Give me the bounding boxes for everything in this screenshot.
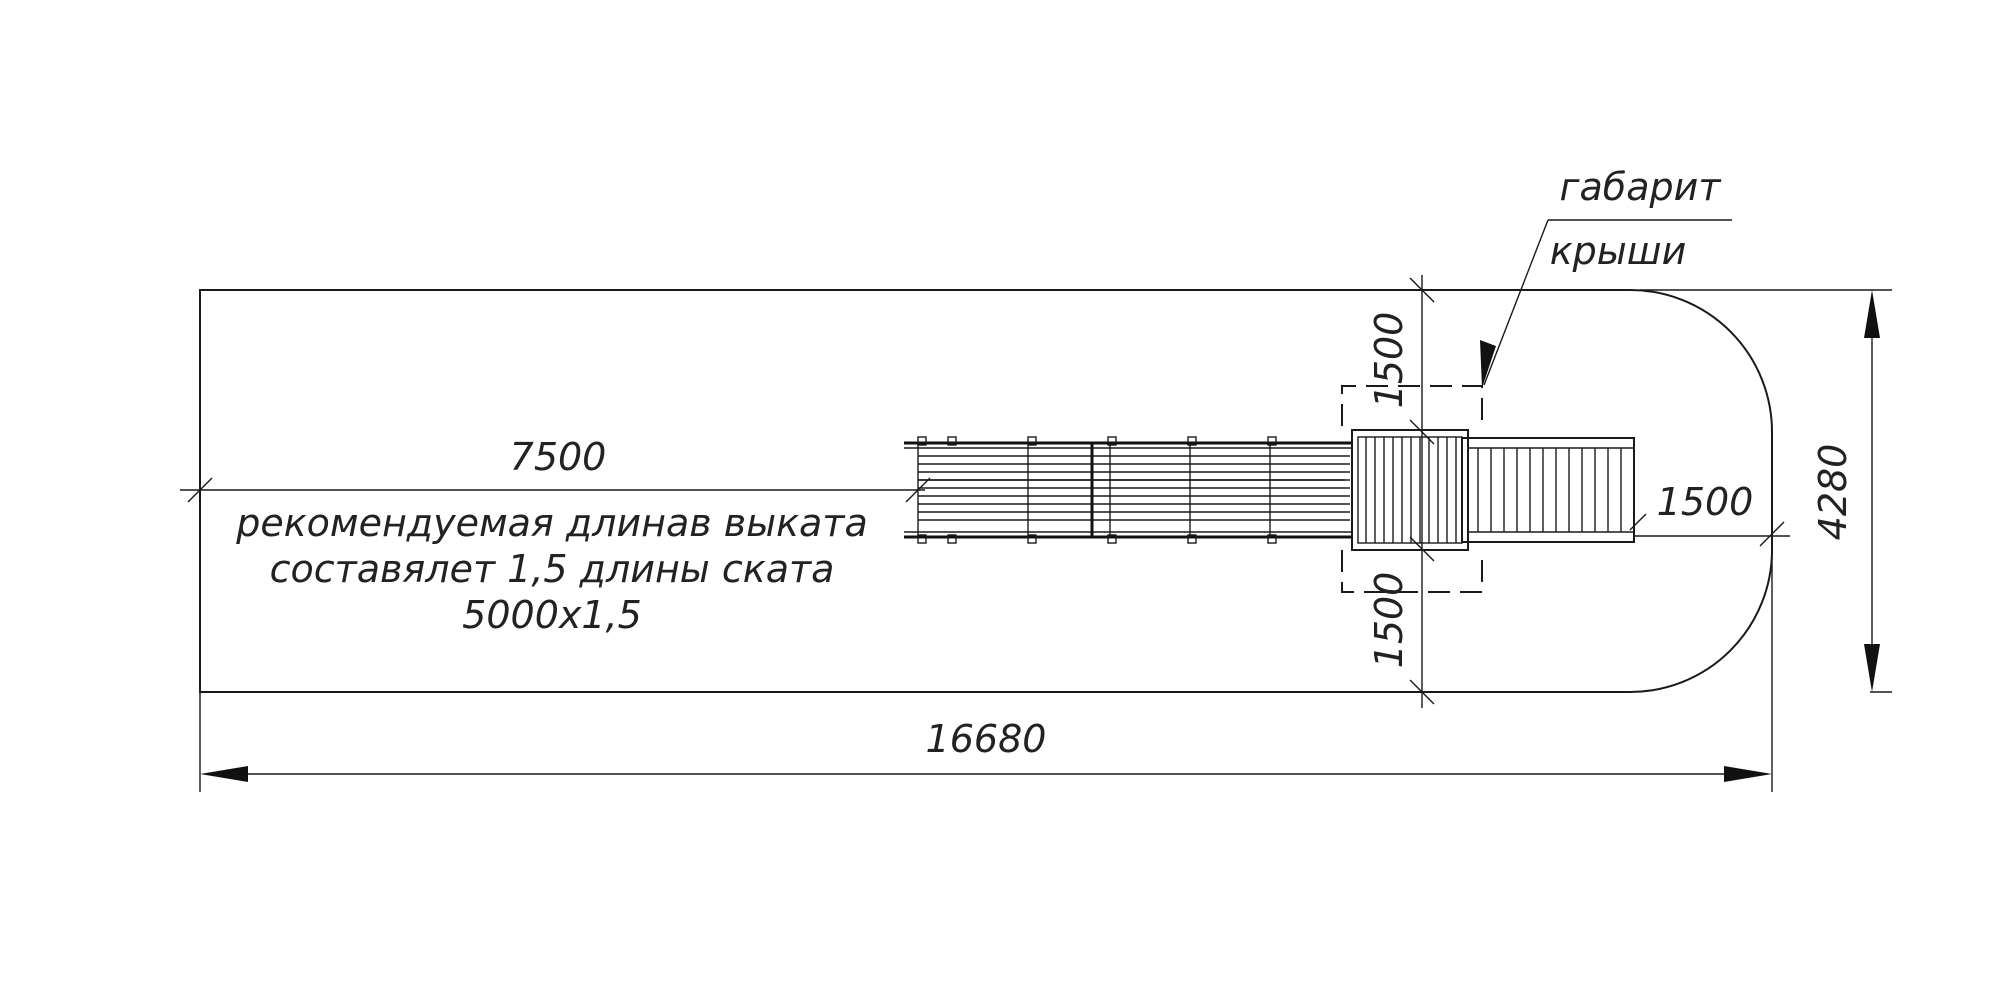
runout-post [1027, 534, 1037, 544]
runout-post [947, 534, 957, 544]
note-line-2: составялет 1,5 длины ската [270, 547, 835, 591]
bottom-clearance-label: 1500 [1367, 572, 1411, 669]
side-clearance-dimension [1629, 513, 1790, 547]
side-clearance-label: 1500 [1657, 480, 1754, 524]
runout-post [917, 436, 927, 446]
note-line-3: 5000х1,5 [462, 593, 642, 637]
overall-length-label: 16680 [926, 717, 1047, 761]
overall-width-dimension [1640, 289, 1892, 693]
runout-post [1107, 436, 1117, 446]
runout-posts [917, 436, 1277, 544]
runout-post [1267, 436, 1277, 446]
roof-outline [1341, 385, 1483, 593]
top-clearance-label: 1500 [1367, 312, 1411, 409]
runout-post [917, 534, 927, 544]
callout-line-1: габарит [1560, 165, 1723, 209]
tower-axis-dimension [1409, 275, 1435, 708]
runout-post [1187, 436, 1197, 446]
roof-callout-leader [1480, 219, 1732, 388]
stair-section [1461, 437, 1635, 543]
tower-platform [1351, 429, 1469, 551]
runout-post [1107, 534, 1117, 544]
stair-slats [1477, 448, 1622, 532]
runout-slats [918, 443, 1350, 537]
safety-zone-outline [199, 289, 1773, 693]
runout-section [904, 436, 1352, 544]
runout-post [947, 436, 957, 446]
runout-length-label: 7500 [510, 435, 607, 479]
overall-length-dimension [199, 550, 1773, 792]
runout-post [1027, 436, 1037, 446]
note-line-1: рекомендуемая длинав выката [235, 501, 868, 545]
overall-width-label: 4280 [1811, 444, 1855, 541]
runout-post [1267, 534, 1277, 544]
platform-slats [1365, 437, 1457, 543]
callout-line-2: крыши [1550, 229, 1687, 273]
runout-length-dimension [180, 477, 931, 503]
runout-post [1187, 534, 1197, 544]
